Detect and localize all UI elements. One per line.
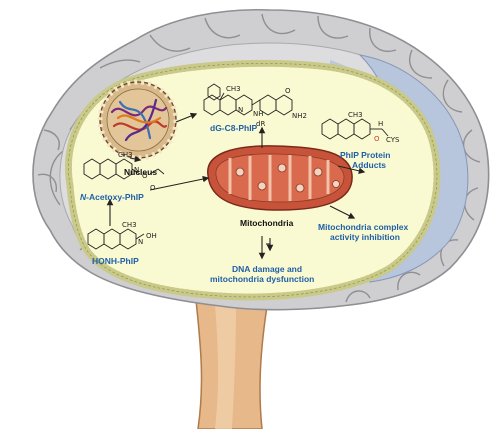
chem-n-dg-1: N bbox=[238, 106, 243, 114]
chem-ch3-honh: CH3 bbox=[122, 221, 137, 229]
arrow-acetoxy-to-mitochondria bbox=[149, 175, 210, 191]
dg-c8-phip-structure bbox=[203, 92, 293, 116]
chem-o2-acetoxy: O bbox=[150, 184, 156, 192]
chem-oh-honh: OH bbox=[146, 232, 157, 240]
chem-nh2-dg: NH2 bbox=[292, 112, 307, 120]
label-phip-protein-line2: Adducts bbox=[352, 160, 386, 170]
arrow-mito-to-inhibition bbox=[329, 205, 356, 219]
label-dg-c8-phip: dG-C8-PhIP bbox=[210, 123, 258, 133]
label-mitochondria: Mitochondria bbox=[240, 218, 294, 228]
brain-stem bbox=[195, 291, 269, 429]
chem-n-honh: N bbox=[138, 238, 143, 246]
honh-phip-structure bbox=[87, 228, 145, 250]
chem-h-protein: H bbox=[378, 120, 383, 128]
label-phip-protein-line1: PhIP Protein bbox=[340, 150, 390, 160]
arrow-nucleus-to-dg bbox=[175, 112, 198, 123]
arrow-mito-to-protein bbox=[337, 165, 366, 175]
chem-ch3-acetoxy: CH3 bbox=[118, 151, 133, 159]
chem-cys-protein: CYS bbox=[386, 136, 400, 144]
chem-labels: CH3 N NH O NH2 dR CH3 H CYS O CH3 N O O … bbox=[118, 85, 400, 246]
label-n-acetoxy-phip: N-Acetoxy-PhIP bbox=[80, 192, 144, 202]
chem-o-protein: O bbox=[374, 135, 380, 143]
phip-protein-structure bbox=[321, 118, 389, 140]
label-dna-damage-line2: mitochondria dysfunction bbox=[210, 274, 314, 284]
chem-n-acetoxy: N bbox=[134, 166, 139, 174]
chem-dr-dg: dR bbox=[256, 120, 265, 128]
nucleus bbox=[97, 79, 179, 161]
label-honh-phip: HONH-PhIP bbox=[92, 256, 139, 266]
arrow-acetoxy-to-nucleus bbox=[129, 155, 142, 163]
chem-ch3-protein: CH3 bbox=[348, 111, 363, 119]
label-dna-damage-line1: DNA damage and bbox=[232, 264, 302, 274]
chem-o-dg: O bbox=[285, 87, 291, 95]
label-complex-inhibition-line1: Mitochondria complex bbox=[318, 222, 408, 232]
chem-ch3-dg: CH3 bbox=[226, 85, 241, 93]
chem-nh-dg: NH bbox=[253, 110, 264, 118]
phenyl-ring-dg bbox=[207, 83, 221, 101]
diagram-labels: Nucleus dG-C8-PhIP PhIP Protein Adducts … bbox=[80, 123, 408, 284]
pathway-arrows bbox=[106, 112, 366, 260]
chem-o-acetoxy: O bbox=[142, 172, 148, 180]
dna-strands bbox=[110, 98, 168, 142]
label-complex-inhibition-line2: activity inhibition bbox=[330, 232, 400, 242]
label-nucleus: Nucleus bbox=[124, 167, 157, 177]
mitochondria bbox=[207, 145, 353, 211]
n-acetoxy-phip-structure bbox=[83, 158, 165, 180]
